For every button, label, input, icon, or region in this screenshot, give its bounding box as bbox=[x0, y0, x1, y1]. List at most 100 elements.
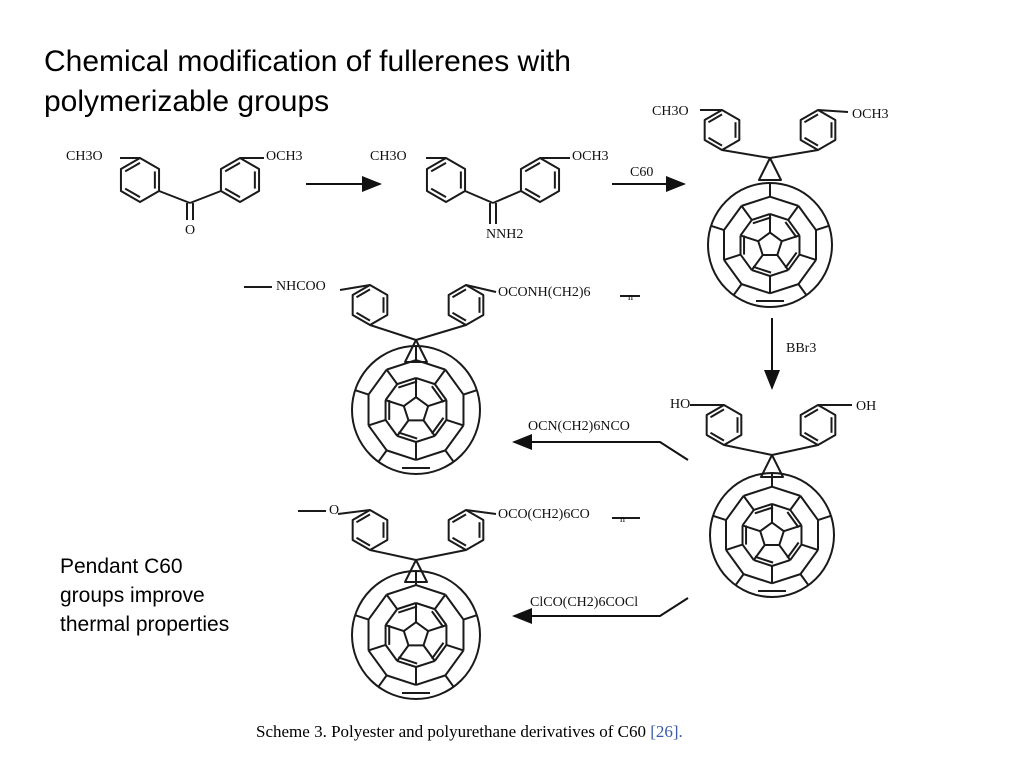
fullerene-bond bbox=[446, 418, 464, 427]
fullerene-bond bbox=[751, 213, 771, 221]
mol1-left-label: CH3O bbox=[66, 149, 103, 164]
fullerene-bond bbox=[385, 594, 398, 610]
aryl-bond-right bbox=[769, 149, 819, 159]
fullerene-bond bbox=[444, 594, 465, 621]
fullerene-bond bbox=[415, 359, 446, 371]
double-bond bbox=[803, 113, 819, 124]
c60-fullerene-cage bbox=[709, 472, 835, 598]
fullerene-bond bbox=[444, 649, 465, 676]
mol6-right-label: OCO(CH2)6CO bbox=[498, 507, 590, 522]
benzene-ring bbox=[799, 109, 837, 151]
fullerene-bond bbox=[444, 449, 455, 463]
mol6-left-label: O bbox=[329, 503, 339, 518]
hydrazone-bond-left bbox=[464, 190, 494, 204]
fullerene-double-bond bbox=[431, 417, 445, 435]
fullerene-bond bbox=[815, 224, 830, 232]
fullerene-double-bond bbox=[784, 251, 798, 269]
double-bond bbox=[124, 187, 141, 199]
fullerene-bond bbox=[386, 674, 417, 686]
fullerene-bond bbox=[787, 205, 800, 221]
double-bond bbox=[707, 113, 723, 124]
fullerene-double-bond bbox=[431, 642, 445, 660]
double-bond bbox=[224, 187, 241, 199]
note-line-1: Pendant C60 bbox=[60, 555, 183, 578]
double-bond bbox=[524, 161, 541, 173]
mol5-left-label: NHCOO bbox=[276, 279, 326, 294]
fullerene-bond bbox=[367, 424, 388, 451]
aryl-bond-right bbox=[415, 324, 467, 341]
benzene-ring bbox=[705, 404, 743, 446]
fullerene-bond bbox=[396, 602, 417, 611]
fullerene-bond bbox=[463, 614, 478, 621]
molecule-dimethoxybenzophenone bbox=[119, 157, 264, 220]
fullerene-bond bbox=[723, 205, 743, 231]
double-bond bbox=[224, 161, 241, 173]
fullerene-double-bond bbox=[398, 605, 418, 614]
benzene-ring bbox=[219, 157, 261, 203]
fullerene-double-bond bbox=[784, 221, 798, 239]
fullerene-double-bond bbox=[398, 431, 418, 440]
fullerene-bond bbox=[368, 418, 386, 427]
fullerene-bond bbox=[444, 369, 465, 396]
fullerene-bond bbox=[415, 602, 436, 611]
fullerene-bond bbox=[742, 495, 755, 511]
fullerene-bond bbox=[367, 649, 388, 676]
fullerene-bond bbox=[769, 195, 799, 207]
fullerene-bond bbox=[354, 614, 369, 621]
benzene-ring bbox=[519, 157, 561, 203]
fullerene-bond bbox=[723, 253, 741, 261]
fullerene-bond bbox=[367, 369, 388, 396]
benzene-ring bbox=[351, 509, 389, 551]
fullerene-bond bbox=[384, 644, 398, 662]
fullerene-center-pentagon bbox=[402, 621, 430, 647]
fullerene-bond bbox=[741, 509, 755, 527]
fullerene-bond bbox=[769, 269, 789, 277]
double-bond bbox=[524, 187, 541, 199]
double-bond bbox=[803, 136, 819, 147]
fullerene-bond bbox=[367, 594, 388, 621]
fullerene-double-bond bbox=[754, 555, 774, 564]
reagent-c60-label: C60 bbox=[630, 165, 653, 180]
fullerene-bond bbox=[741, 283, 771, 295]
fullerene-double-bond bbox=[786, 541, 800, 559]
mol2-right-label: OCH3 bbox=[572, 149, 609, 164]
fullerene-bond bbox=[725, 495, 745, 521]
reagent-diisocyanate-label: OCN(CH2)6NCO bbox=[528, 419, 630, 434]
fullerene-double-bond bbox=[752, 265, 772, 274]
fullerene-center-pentagon bbox=[759, 521, 785, 547]
fullerene-bond bbox=[434, 419, 448, 437]
double-bond bbox=[451, 311, 467, 322]
fullerene-bond bbox=[799, 573, 810, 586]
aryl-bond-right bbox=[415, 549, 467, 561]
double-bond bbox=[803, 408, 819, 419]
fullerene-bond bbox=[739, 219, 753, 237]
double-bond bbox=[803, 431, 819, 442]
fullerene-bond bbox=[799, 253, 817, 261]
double-bond bbox=[709, 431, 725, 442]
caption-reference: [26]. bbox=[650, 722, 683, 741]
fullerene-bond bbox=[799, 549, 819, 575]
scheme-caption: Scheme 3. Polyester and polyurethane der… bbox=[256, 722, 683, 742]
fullerene-bond bbox=[734, 573, 745, 586]
benzene-ring bbox=[119, 157, 161, 203]
fullerene-bond bbox=[415, 377, 436, 386]
title-line-2: polymerizable groups bbox=[44, 85, 330, 118]
fullerene-bond bbox=[434, 644, 448, 662]
fullerene-double-bond bbox=[752, 216, 772, 225]
double-bond bbox=[124, 161, 141, 173]
fullerene-bond bbox=[396, 434, 417, 443]
fullerene-bond bbox=[446, 643, 464, 652]
fullerene-bond bbox=[415, 659, 436, 668]
mol5-right-label: OCONH(CH2)6 bbox=[498, 285, 591, 300]
fullerene-bond bbox=[368, 643, 386, 652]
benzene-ring bbox=[799, 404, 837, 446]
reagent-diacid-chloride-label: ClCO(CH2)6COCl bbox=[530, 595, 638, 610]
fullerene-center-pentagon bbox=[757, 231, 783, 257]
reaction-arrow-5 bbox=[512, 597, 689, 624]
caption-text: Scheme 3. Polyester and polyurethane der… bbox=[256, 722, 646, 741]
fullerene-bond bbox=[797, 205, 817, 231]
fullerene-double-bond bbox=[398, 380, 418, 389]
fullerene-bond bbox=[415, 674, 446, 686]
fullerene-double-bond bbox=[431, 385, 445, 403]
